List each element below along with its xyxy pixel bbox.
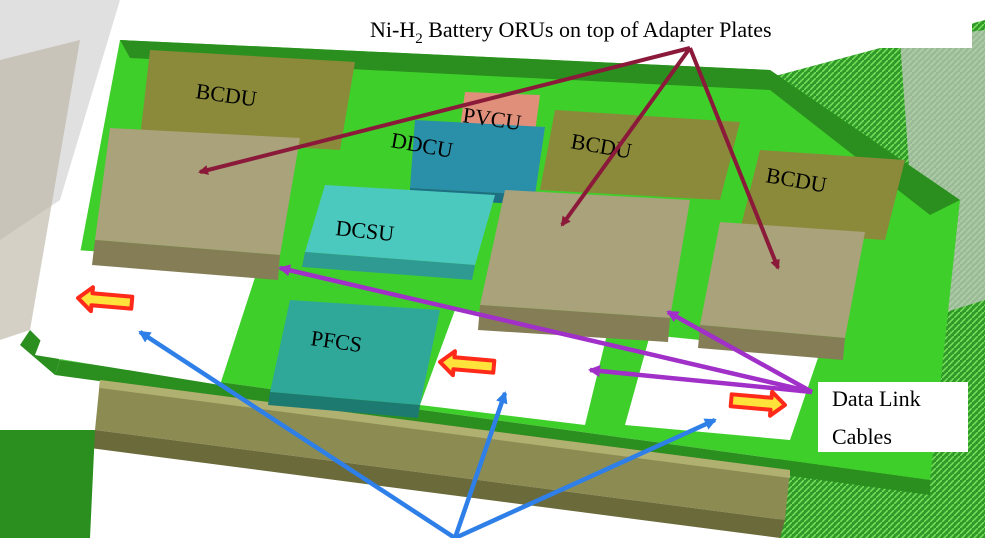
- data-link-arrow-right: [666, 310, 814, 394]
- flow-arrow-left: [76, 285, 135, 314]
- battery-callout-background: [360, 8, 972, 48]
- battery-oru-left: [92, 128, 300, 280]
- dcsu-label: DCSU: [334, 215, 395, 246]
- adapter-plate-pointer-arrows: [138, 330, 717, 538]
- dcsu-unit: [302, 185, 495, 280]
- battery-arrow-middle: [560, 46, 692, 227]
- battery-oru-right: [698, 222, 865, 360]
- adapter-arrow-right: [454, 417, 717, 538]
- data-link-label-line1: Data Link: [832, 386, 921, 411]
- bcdu-left-plate: [140, 50, 355, 150]
- pfcs-unit: [268, 300, 440, 418]
- bcdu-middle-plate: [540, 110, 740, 200]
- battery-arrow-right: [688, 47, 780, 270]
- data-link-label-line2: Cables: [832, 424, 892, 449]
- left-structure: [0, 0, 120, 340]
- bcdu-right-plate: [740, 150, 905, 240]
- battery-arrow-left: [198, 46, 691, 175]
- flow-arrow-middle: [438, 349, 497, 378]
- battery-oru-middle: [478, 190, 690, 342]
- battery-pointer-arrows: [198, 46, 780, 270]
- data-link-pointer-arrows: [278, 264, 814, 395]
- flow-arrow-right: [728, 389, 787, 418]
- data-link-arrow-middle: [588, 365, 813, 395]
- adapter-arrow-left: [138, 330, 457, 538]
- data-link-callout-background: [818, 382, 968, 452]
- adapter-arrow-middle: [452, 391, 508, 538]
- data-link-arrow-left: [278, 264, 813, 395]
- battery-callout-text: Ni-H2 Battery ORUs on top of Adapter Pla…: [370, 17, 772, 47]
